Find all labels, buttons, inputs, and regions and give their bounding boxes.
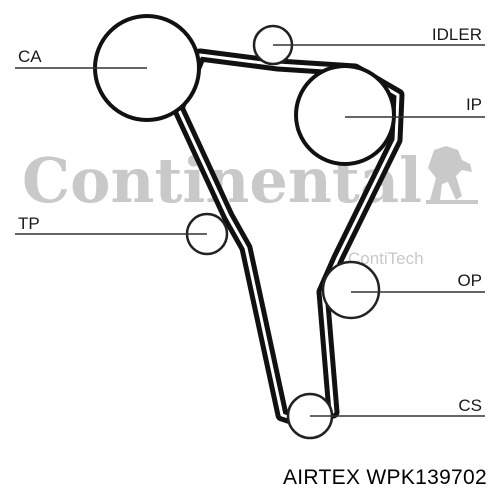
label-ip: IP — [466, 95, 482, 114]
label-cs: CS — [458, 396, 482, 415]
watermark-sub-brand-text: ContiTech — [348, 249, 424, 268]
pulley-op — [321, 260, 381, 320]
part-number-caption: AIRTEX WPK139702 — [283, 466, 487, 489]
label-idler: IDLER — [432, 25, 482, 44]
label-ca: CA — [18, 47, 42, 66]
label-op: OP — [457, 271, 482, 290]
label-tp: TP — [18, 214, 40, 233]
pulley-ip — [294, 64, 396, 166]
leader-lines — [15, 44, 485, 417]
horse-logo-icon — [426, 146, 478, 204]
